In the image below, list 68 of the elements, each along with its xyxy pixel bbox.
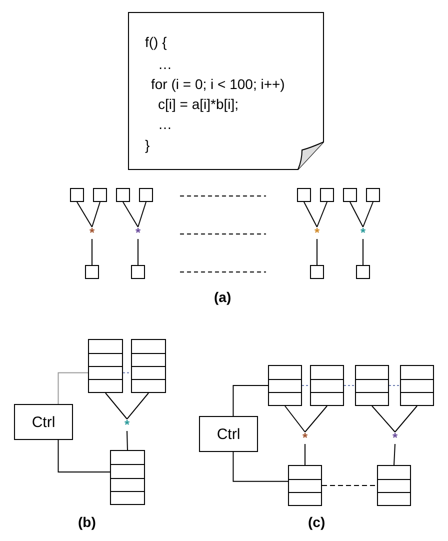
code-line: c[i] = a[i]*b[i];	[158, 96, 239, 112]
multiply-symbol: *	[300, 432, 310, 444]
panel-label: (a)	[214, 289, 232, 305]
controller-box: Ctrl	[14, 404, 73, 440]
connector-line	[122, 202, 138, 228]
data-square	[70, 188, 84, 202]
connector-line	[316, 202, 328, 228]
connector-line	[76, 202, 92, 228]
panel-label: (c)	[308, 514, 326, 530]
connector-line	[58, 440, 110, 472]
register-file	[268, 365, 302, 406]
connector-line	[372, 406, 396, 432]
connector-line	[304, 444, 306, 466]
connector-line	[105, 392, 128, 420]
data-square	[356, 265, 370, 279]
code-line: …	[158, 56, 172, 72]
connector-line	[138, 202, 146, 228]
connector-line	[284, 406, 306, 432]
connector-line	[122, 372, 132, 374]
register-file	[288, 465, 322, 506]
data-square	[93, 188, 107, 202]
connector-line	[232, 452, 288, 482]
data-square	[139, 188, 153, 202]
connector-line	[126, 392, 149, 420]
connector-line	[344, 385, 356, 386]
connector-line	[362, 238, 364, 266]
multiply-symbol: *	[122, 419, 132, 431]
connector-line	[350, 202, 364, 228]
multiply-symbol: *	[358, 227, 368, 239]
code-line: for (i = 0; i < 100; i++)	[151, 76, 285, 92]
code-line: …	[158, 116, 172, 132]
register-file	[377, 465, 411, 506]
data-square	[343, 188, 357, 202]
code-line: }	[145, 137, 150, 153]
connector-line	[304, 406, 328, 432]
data-square	[85, 265, 99, 279]
multiply-symbol: *	[390, 432, 400, 444]
data-square	[366, 188, 380, 202]
register-file	[131, 339, 166, 393]
connector-line	[316, 238, 318, 266]
code-line: f() {	[145, 34, 167, 50]
register-file	[310, 365, 344, 406]
connector-line	[232, 385, 268, 416]
connector-line	[92, 202, 100, 228]
data-square	[310, 265, 324, 279]
connector-line	[362, 202, 374, 228]
multiply-symbol: *	[133, 227, 143, 239]
controller-box: Ctrl	[199, 416, 258, 452]
register-file	[355, 365, 389, 406]
register-file	[400, 365, 434, 406]
connector-line	[126, 430, 128, 450]
connector-line	[58, 372, 88, 404]
connector-line	[322, 485, 378, 486]
connector-line	[388, 385, 400, 386]
data-square	[131, 265, 145, 279]
data-square	[320, 188, 334, 202]
data-square	[116, 188, 130, 202]
connector-line	[302, 385, 310, 386]
connector-line	[304, 202, 318, 228]
connector-line	[394, 444, 396, 466]
code-note	[128, 12, 324, 170]
data-square	[297, 188, 311, 202]
register-file	[110, 450, 145, 505]
multiply-symbol: *	[87, 227, 97, 239]
multiply-symbol: *	[312, 227, 322, 239]
panel-label: (b)	[78, 514, 96, 530]
connector-line	[394, 406, 418, 432]
register-file	[88, 339, 123, 393]
